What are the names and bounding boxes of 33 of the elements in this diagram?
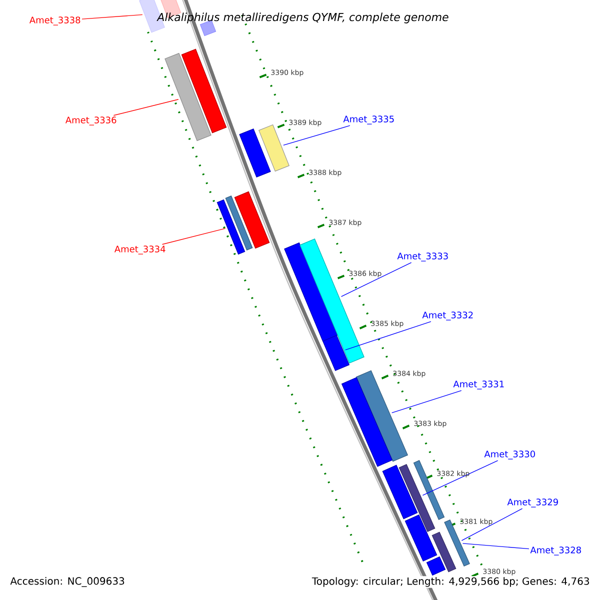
leader-line [162,228,226,245]
gene-label: Amet_3331 [453,380,504,390]
gene-label: Amet_3333 [397,252,448,262]
gene-label: Amet_3329 [507,498,558,508]
gene-bar [181,48,227,134]
footer-text: Accession: NC_009633 [9,576,126,588]
leader-line [82,14,143,20]
gene-bar [382,464,418,520]
gene-bar [426,556,446,576]
gene-label: Amet_3330 [484,450,535,460]
leader-line [462,543,530,550]
leader-line [340,262,412,297]
gene-bar [341,377,393,467]
leader-line [283,125,350,146]
leader-line [113,99,179,116]
leader-line [392,390,462,414]
gene-label: Amet_3332 [422,312,473,320]
gene-label: Amet_3336 [65,116,116,126]
gene-bar [258,124,290,172]
title: Alkaliphilus metalliredigens QYMF, complete genome [156,12,448,24]
leader-line [344,321,432,350]
gene-bar [216,199,246,255]
gene-bar [284,242,338,342]
footer-text: Topology: circular; Length: 4,929,566 bp; Genes: 4,763 [310,576,591,588]
gene-label: Amet_3328 [530,546,581,556]
gene-bar [432,532,456,572]
gene-bar [234,191,270,249]
gene-label: Amet_3338 [29,16,80,26]
gene-bar [225,196,253,250]
gene-label: Amet_3335 [343,116,394,124]
gene-label: Amet_3334 [114,246,166,254]
leader-line [461,508,523,541]
leader-line [422,460,498,496]
